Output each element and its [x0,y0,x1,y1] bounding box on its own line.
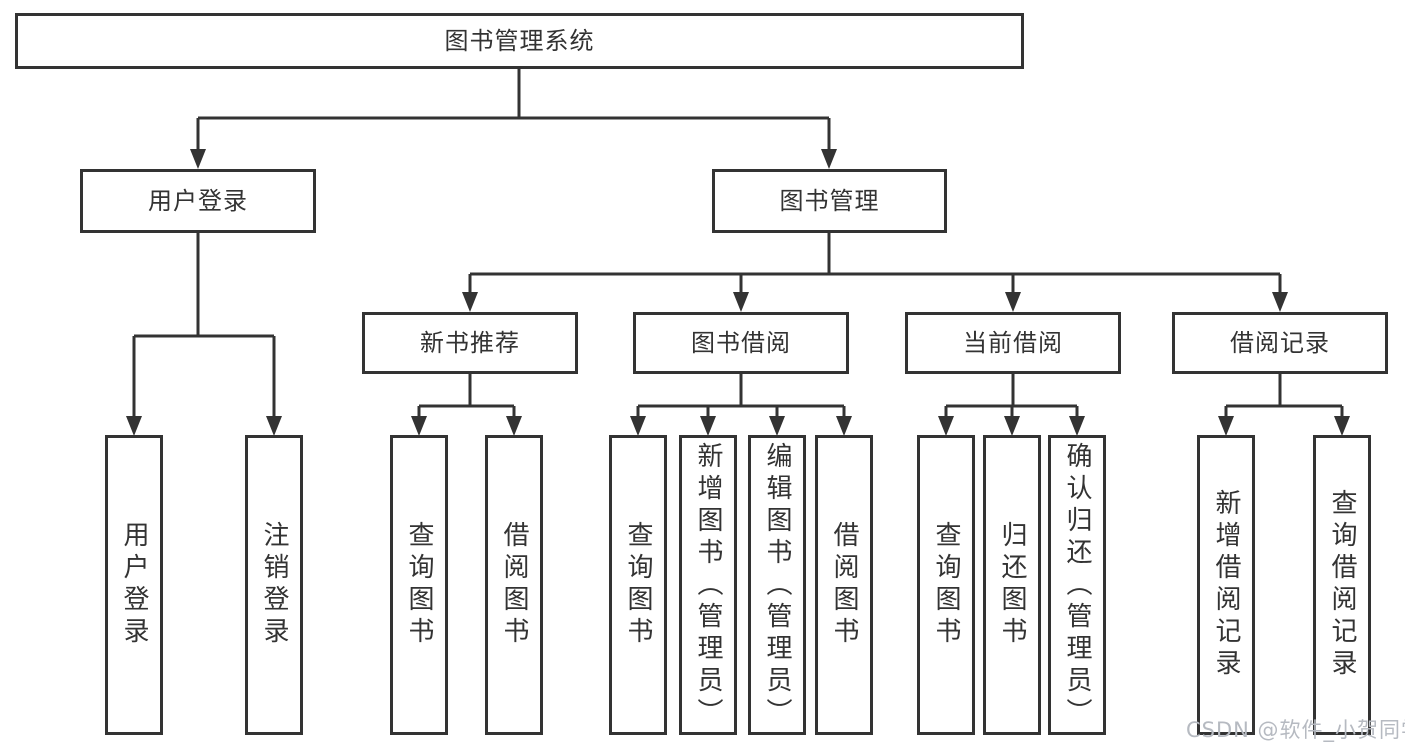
node-new-book-recommendation: 新书推荐 [362,312,578,374]
leaf-logout: 注销登录 [245,435,303,735]
leaf-borrow-books: 借阅图书 [815,435,873,735]
node-label: 图书管理 [779,187,880,215]
leaf-query-books: 查询图书 [390,435,448,735]
leaf-add-borrow-record: 新增借阅记录 [1197,435,1255,735]
leaf-user-login: 用户登录 [105,435,163,735]
leaf-return-books: 归还图书 [983,435,1041,735]
node-borrowing-records: 借阅记录 [1172,312,1388,374]
node-label: 新增图书（管理员） [693,442,723,730]
leaf-query-books: 查询图书 [917,435,975,735]
node-book-borrowing: 图书借阅 [633,312,849,374]
node-label: 新书推荐 [420,329,520,357]
node-label: 当前借阅 [963,329,1063,357]
node-label: 用户登录 [119,521,149,649]
node-label: 新增借阅记录 [1211,489,1241,681]
node-label: 查询图书 [404,521,434,649]
node-current-borrowing: 当前借阅 [905,312,1121,374]
node-label: 注销登录 [259,521,289,649]
leaf-query-borrow-record: 查询借阅记录 [1313,435,1371,735]
leaf-borrow-books: 借阅图书 [485,435,543,735]
node-label: 图书借阅 [691,329,791,357]
node-root-library-system: 图书管理系统 [15,13,1024,69]
node-book-management: 图书管理 [712,169,947,233]
node-user-login: 用户登录 [80,169,316,233]
node-label: 归还图书 [997,521,1027,649]
leaf-query-books: 查询图书 [609,435,667,735]
csdn-watermark: CSDN @软件_小贺同学 [1186,718,1405,742]
node-label: 借阅图书 [499,521,529,649]
node-label: 查询图书 [623,521,653,649]
node-label: 确认归还（管理员） [1062,442,1092,730]
node-label: 用户登录 [148,187,248,215]
node-label: 借阅记录 [1230,329,1330,357]
leaf-add-books-admin: 新增图书（管理员） [679,435,737,735]
leaf-confirm-return-admin: 确认归还（管理员） [1048,435,1106,735]
node-label: 查询借阅记录 [1327,489,1357,681]
node-label: 借阅图书 [829,521,859,649]
node-label: 图书管理系统 [444,27,595,55]
node-label: 查询图书 [931,521,961,649]
node-label: 编辑图书（管理员） [762,442,792,730]
leaf-edit-books-admin: 编辑图书（管理员） [748,435,806,735]
